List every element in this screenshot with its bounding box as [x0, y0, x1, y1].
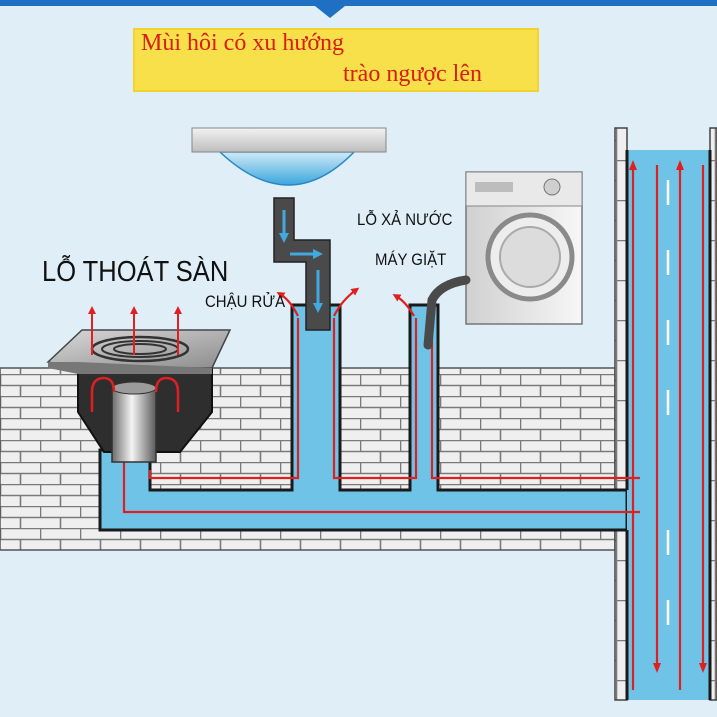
- sink-label: CHẬU RỬA: [205, 292, 286, 311]
- sink-down-pipe: [273, 197, 331, 331]
- odor-line-washer: [430, 318, 640, 480]
- floor-drain-odor-arrows: [88, 306, 182, 355]
- warning-banner: Mùi hôi có xu hướng trào ngược lên: [133, 28, 539, 92]
- sink: [191, 127, 387, 331]
- odor-arrow: [276, 291, 299, 317]
- sink-top: [191, 127, 387, 153]
- brick-column: [614, 127, 628, 701]
- washer-drain-hose: [423, 275, 471, 350]
- floor-drain-odor-loop: [90, 376, 180, 412]
- floor-drain-label: LỖ THOÁT SÀN: [42, 256, 229, 288]
- banner-line-1: Mùi hôi có xu hướng: [141, 30, 345, 56]
- sink-odor-arrows: [276, 287, 360, 317]
- washer-drain-label-2: MÁY GIẶT: [375, 250, 447, 269]
- odor-arrow: [333, 287, 360, 317]
- washer-odor-arrows: [392, 293, 415, 317]
- stack-arrows: [629, 160, 707, 690]
- banner-line-2: trào ngược lên: [343, 61, 482, 87]
- odor-line-upper: [148, 318, 300, 480]
- top-notch: [0, 0, 717, 18]
- sink-basin-icon: [218, 151, 356, 186]
- odor-line-upper-right: [332, 318, 418, 480]
- washer-drain-label-1: LỖ XẢ NƯỚC: [357, 210, 453, 229]
- washing-machine: [423, 171, 583, 350]
- odor-arrow: [392, 293, 415, 317]
- floor-drain-trap-cup: [111, 387, 157, 463]
- floor-drain: [46, 329, 232, 463]
